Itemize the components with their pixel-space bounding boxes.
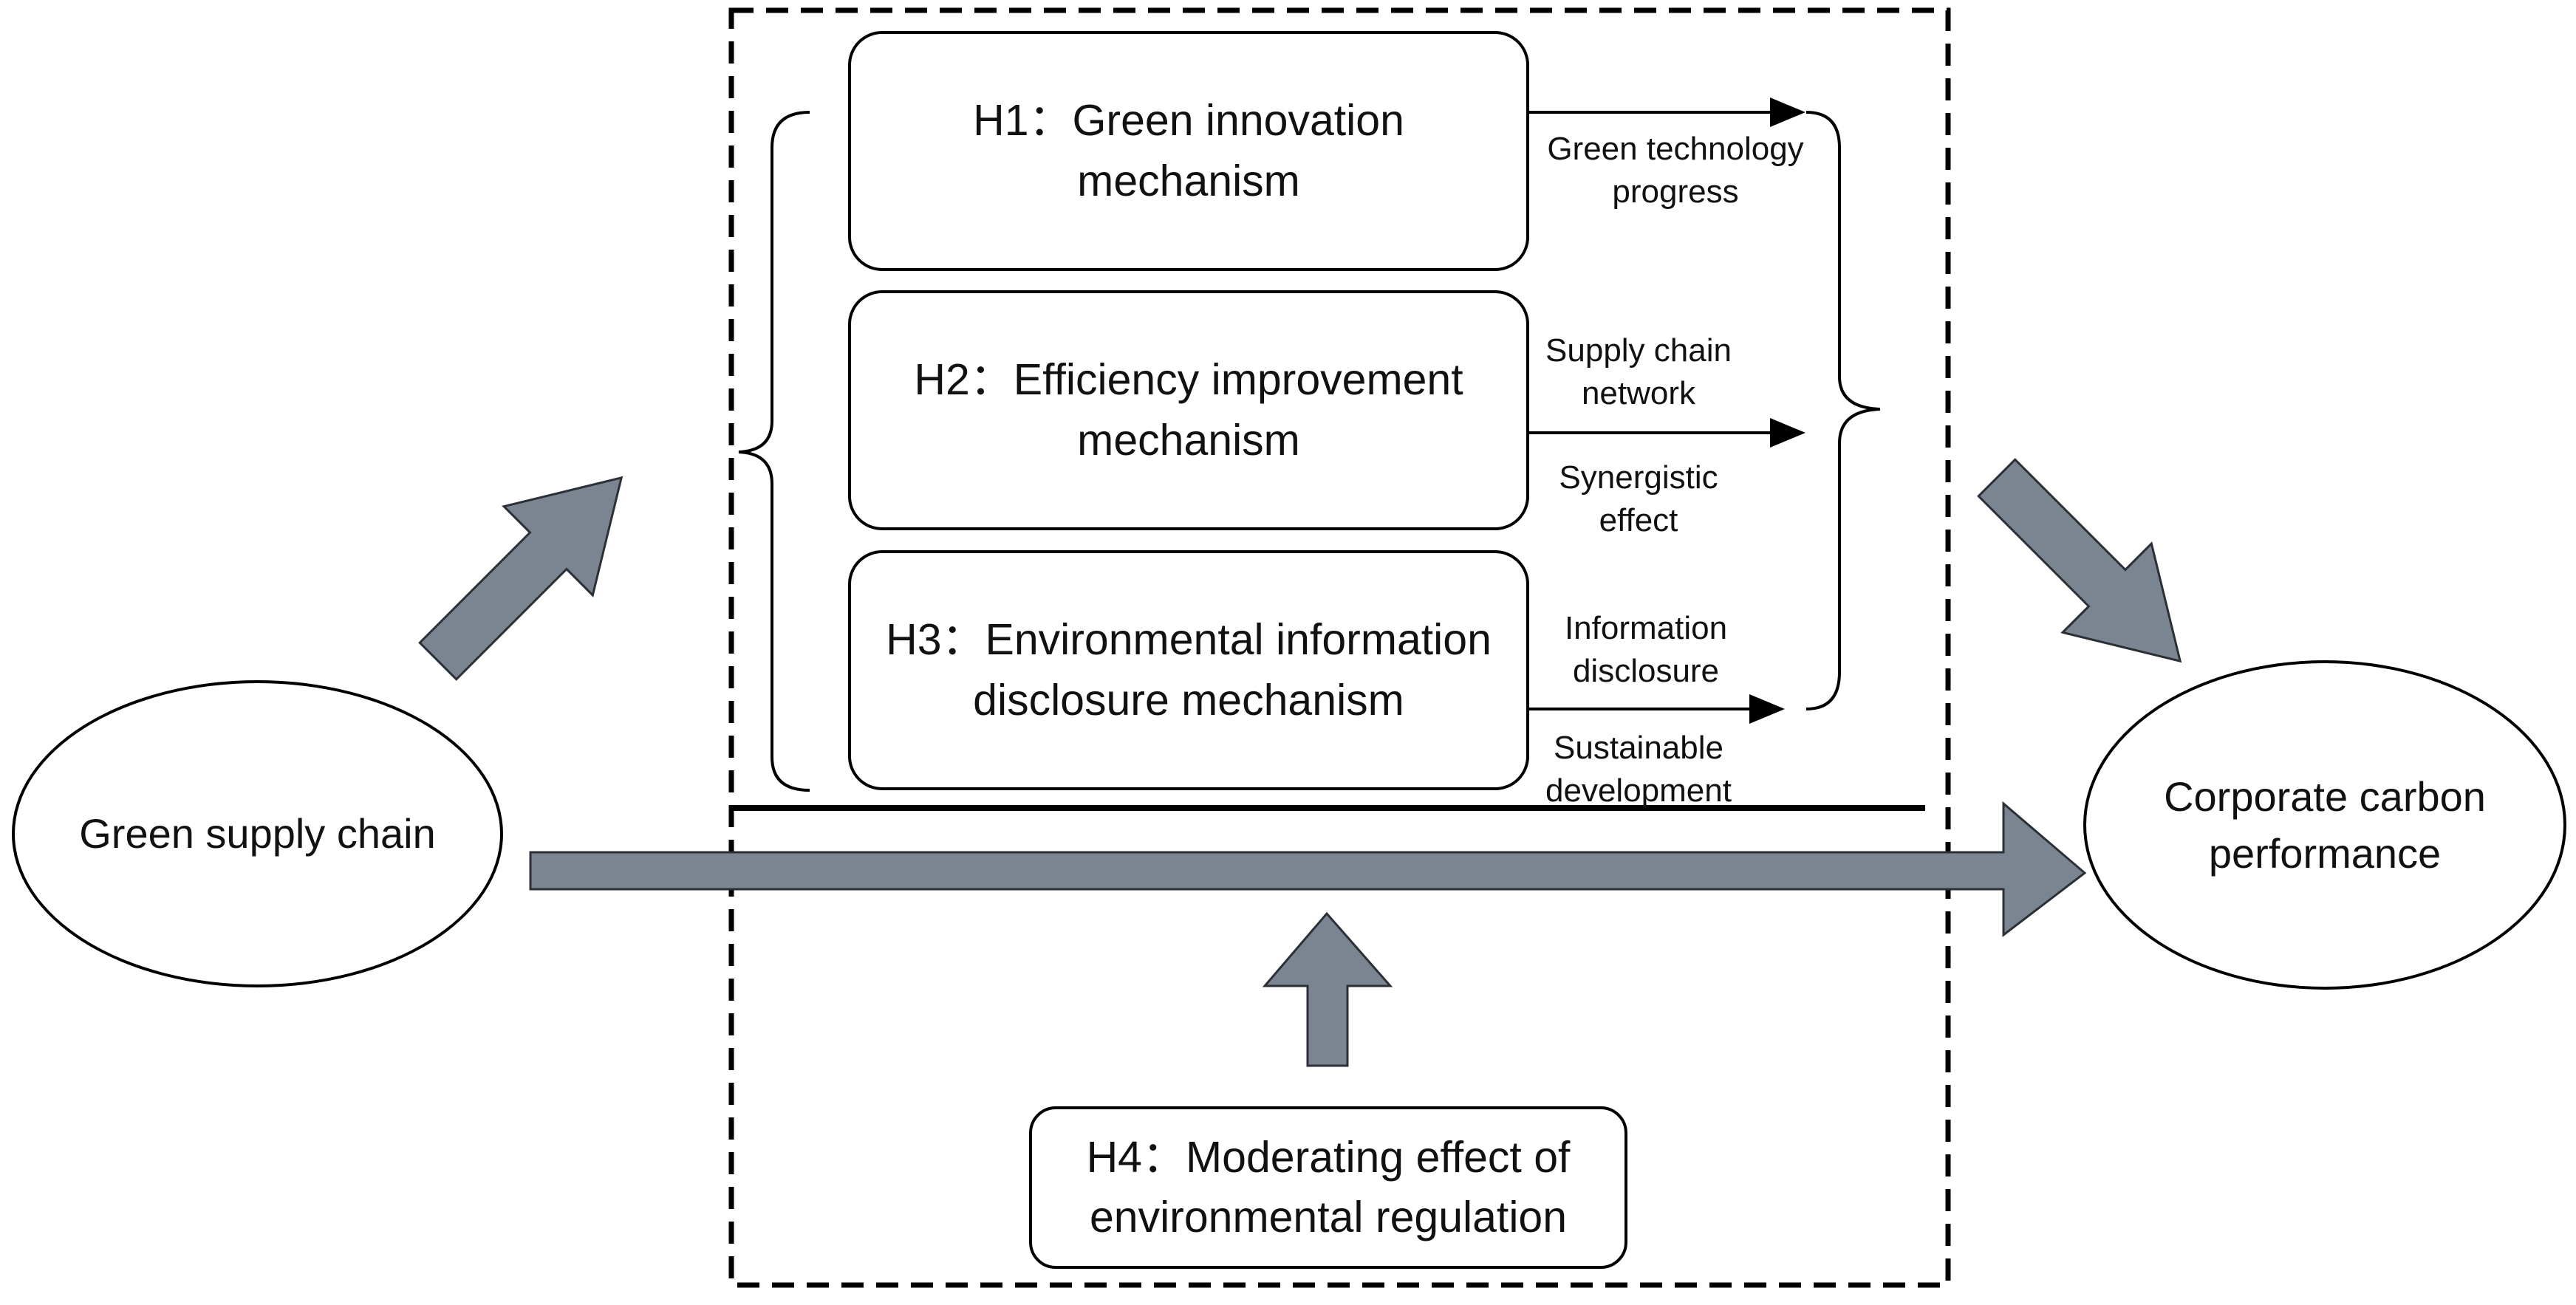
left-brace [738,111,810,792]
moderation-frame [728,7,1951,1288]
moderation-arrow [1262,911,1393,1067]
h3-line-1: H3：Environmental information [886,615,1492,665]
h3-line-2: disclosure mechanism [973,675,1404,725]
h3-environmental-disclosure-box: H3：Environmental information disclosure … [848,550,1529,790]
corporate-carbon-performance-line-2: performance [2208,830,2442,877]
h4-line-2: environmental regulation [1089,1193,1568,1241]
corporate-carbon-performance-line-1: Corporate carbon [2164,773,2486,820]
h2-efficiency-improvement-box: H2：Efficiency improvement mechanism [848,290,1529,530]
to-mechanisms-arrow [418,476,623,681]
green-supply-chain-node: Green supply chain [12,680,503,987]
h1-line-1: H1：Green innovation [973,96,1404,145]
sustainable-development-label: Sustainable development [1545,730,1732,809]
h4-environmental-regulation-box: H4：Moderating effect of environmental re… [1029,1106,1627,1269]
synergistic-effect-label: Synergistic effect [1559,459,1718,538]
supply-chain-network-label: Supply chain network [1545,332,1732,411]
right-brace [1805,111,1881,710]
h2-line-2: mechanism [1077,415,1300,465]
to-performance-arrow [1977,458,2182,663]
corporate-carbon-performance-node: Corporate carbon performance [2083,660,2566,990]
h1-line-2: mechanism [1077,156,1300,205]
information-disclosure-label: Information disclosure [1564,610,1728,689]
green-technology-progress-label: Green technology progress [1547,131,1804,210]
green-supply-chain-label: Green supply chain [79,810,436,857]
h2-line-1: H2：Efficiency improvement [914,355,1463,405]
h4-line-1: H4：Moderating effect of [1086,1132,1571,1182]
h1-green-innovation-box: H1：Green innovation mechanism [848,31,1529,271]
main-effect-arrow [529,801,2087,938]
